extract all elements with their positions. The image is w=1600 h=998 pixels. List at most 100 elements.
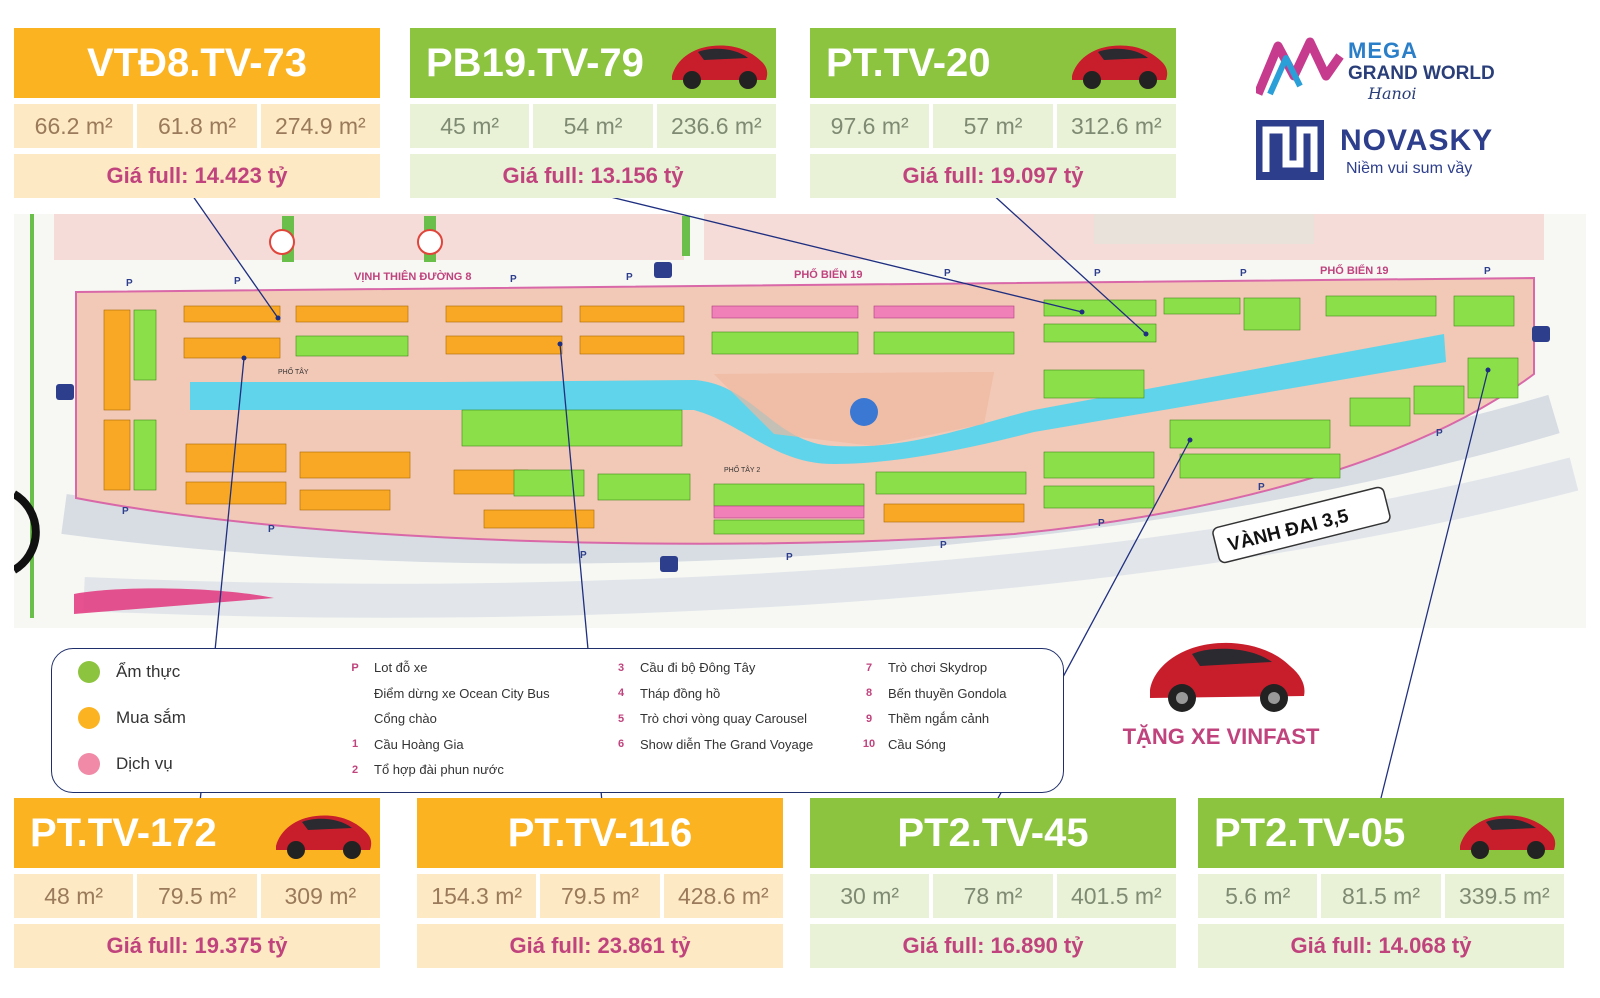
unit-area-floor: 401.5 m²: [1056, 874, 1176, 918]
bus-stop-icon: [56, 384, 74, 400]
unit-price: Giá full: 14.068 tỷ: [1198, 924, 1564, 968]
legend-label: Bến thuyền Gondola: [888, 685, 1007, 701]
unit-block: [1325, 295, 1437, 317]
unit-block: [483, 509, 595, 529]
unit-area-floor: 428.6 m²: [663, 874, 783, 918]
unit-area-built: 79.5 m²: [540, 874, 660, 918]
mega-logo-icon: [1256, 37, 1344, 96]
car-icon: [1460, 815, 1556, 859]
unit-block: [299, 489, 391, 511]
unit-block: [713, 519, 865, 535]
canal: [444, 334, 1446, 464]
legend-item: Cổng chào: [348, 706, 550, 732]
legend-label: Điểm dừng xe Ocean City Bus: [374, 685, 550, 701]
parking-marker: P: [234, 276, 241, 287]
legend-label: Tổ hợp đài phun nước: [374, 762, 504, 778]
legend-key: 8: [865, 687, 873, 700]
unit-block: [873, 305, 1015, 319]
unit-block: [579, 305, 685, 323]
pedestrian-icon: [269, 229, 295, 255]
novasky-name: NOVASKY: [1340, 124, 1494, 157]
parking-marker: P: [626, 272, 633, 283]
upper-background-block: [54, 214, 684, 260]
street-label-pho-bien-b: PHỐ BIỂN 19: [1320, 263, 1388, 277]
legend-label: Cầu đi bộ Đông Tây: [640, 660, 756, 676]
unit-block: [1243, 297, 1301, 331]
unit-block: [103, 419, 131, 491]
unit-block: [103, 309, 131, 411]
unit-code: VTĐ8.TV-73: [86, 40, 308, 85]
unit-block: [1043, 369, 1145, 399]
unit-code: PT2.TV-45: [897, 810, 1089, 855]
fountain-icon: [850, 398, 878, 426]
parking-marker: P: [1098, 518, 1105, 529]
unit-area-floor: 309 m²: [260, 874, 380, 918]
unit-block: [873, 331, 1015, 355]
legend-category-label: Mua sắm: [116, 708, 186, 727]
mega-line2: GRAND WORLD: [1348, 63, 1495, 84]
mega-line1: MEGA: [1348, 38, 1418, 63]
street-label-pho-bien-a: PHỐ BIỂN 19: [794, 267, 862, 281]
unit-block: [1043, 451, 1155, 479]
bus-stop-icon: [1532, 326, 1550, 342]
legend-label: Cổng chào: [374, 711, 437, 727]
legend-key: 3: [617, 661, 625, 674]
legend-item: 8 Bến thuyền Gondola: [862, 681, 1007, 707]
unit-area-floor: 236.6 m²: [656, 104, 776, 148]
legend-item: 6 Show diễn The Grand Voyage: [614, 732, 813, 758]
green-strip: [682, 216, 690, 256]
unit-area-floor: 312.6 m²: [1056, 104, 1176, 148]
unit-code: PT.TV-116: [507, 810, 693, 855]
unit-price: Giá full: 23.861 tỷ: [417, 924, 783, 968]
mega-line3: Hanoi: [1368, 84, 1417, 103]
food-icon: [78, 661, 100, 683]
legend-key: 6: [617, 738, 625, 751]
parking-marker: P: [1484, 266, 1491, 277]
unit-code: PT.TV-172: [30, 810, 217, 855]
legend-label: Cầu Hoàng Gia: [374, 736, 464, 752]
parking-marker: P: [944, 268, 951, 279]
unit-block: [597, 473, 691, 501]
street-label-pho-tay: PHỐ TÂY: [278, 366, 309, 376]
parking-marker: P: [126, 278, 133, 289]
unit-area-built: 57 m²: [933, 104, 1053, 148]
unit-card-header: PT.TV-116: [417, 798, 783, 868]
mega-grand-world-logo: MEGA GRAND WORLD Hanoi: [1256, 30, 1516, 108]
legend-label: Show diễn The Grand Voyage: [640, 736, 814, 752]
legend-key: 5: [617, 712, 625, 725]
parking-marker: P: [1094, 268, 1101, 279]
legend-label: Tháp đồng hồ: [640, 685, 721, 701]
pedestrian-icon: [417, 229, 443, 255]
legend-key: P: [351, 661, 359, 674]
parking-marker: P: [786, 552, 793, 563]
unit-area-floor: 274.9 m²: [260, 104, 380, 148]
street-label-pho-tay-2: PHỐ TÂY 2: [724, 464, 760, 474]
bus-stop-icon: [654, 262, 672, 278]
unit-card-header: PT.TV-20: [810, 28, 1176, 98]
legend-key: 9: [865, 712, 873, 725]
promo-car: [1140, 626, 1310, 720]
unit-block: [1179, 453, 1341, 479]
unit-block: [185, 481, 287, 505]
bus-stop-icon: [660, 556, 678, 572]
unit-code: PB19.TV-79: [426, 40, 644, 85]
legend-category-label: Dịch vụ: [116, 754, 173, 773]
legend-item: 3 Cầu đi bộ Đông Tây: [614, 655, 813, 681]
legend-key: 10: [862, 738, 876, 751]
car-icon: [1150, 642, 1305, 712]
unit-price: Giá full: 19.375 tỷ: [14, 924, 380, 968]
